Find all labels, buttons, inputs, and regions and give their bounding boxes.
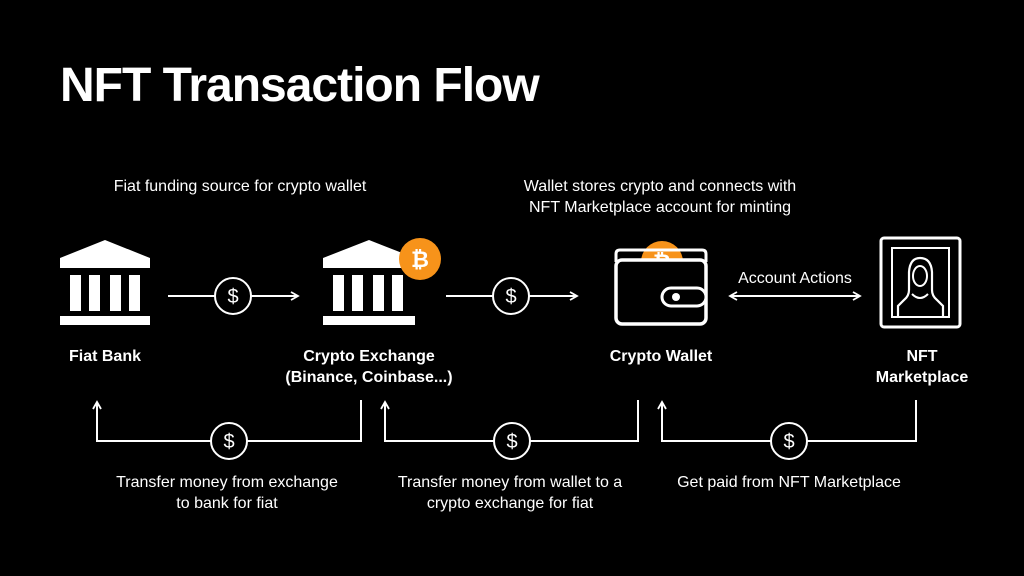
bitcoin-icon: ₿ xyxy=(399,238,441,280)
caption-account-actions: Account Actions xyxy=(738,270,852,287)
dollar-icon xyxy=(493,422,531,460)
caption-transfer-exchange-to-bank: Transfer money from exchange to bank for… xyxy=(116,474,338,512)
node-label-crypto-wallet: Crypto Wallet xyxy=(609,348,713,365)
node-label-fiat-bank: Fiat Bank xyxy=(68,348,141,365)
wallet-icon: ₿ xyxy=(614,241,708,326)
node-label-crypto-exchange: Crypto Exchange (Binance, Coinbase...) xyxy=(285,348,453,386)
bank-icon xyxy=(60,240,150,325)
arrow-exchange-to-bank: $ xyxy=(92,400,362,460)
page-title: NFT Transaction Flow xyxy=(60,59,540,112)
nft-frame-icon xyxy=(879,236,962,329)
arrow-wallet-to-exchange: $ xyxy=(380,400,639,460)
dollar-symbol: $ xyxy=(506,431,517,453)
arrow-bank-to-exchange: $ xyxy=(168,277,300,315)
dollar-icon xyxy=(210,422,248,460)
dollar-symbol: $ xyxy=(227,286,238,308)
dollar-symbol: $ xyxy=(505,286,516,308)
caption-transfer-wallet-to-exchange: Transfer money from wallet to a crypto e… xyxy=(397,474,623,512)
dollar-symbol: $ xyxy=(783,431,794,453)
bitcoin-symbol: ₿ xyxy=(411,247,429,272)
dollar-symbol: $ xyxy=(223,431,234,453)
caption-get-paid: Get paid from NFT Marketplace xyxy=(677,474,901,491)
exchange-bank-icon xyxy=(323,240,415,325)
caption-fiat-funding: Fiat funding source for crypto wallet xyxy=(113,178,367,195)
dollar-icon xyxy=(770,422,808,460)
caption-wallet-stores: Wallet stores crypto and connects with N… xyxy=(523,178,797,216)
dollar-icon xyxy=(214,277,252,315)
node-label-nft-marketplace: NFT Marketplace xyxy=(875,348,969,386)
dollar-icon xyxy=(492,277,530,315)
arrow-marketplace-to-wallet: $ xyxy=(657,400,917,460)
arrow-exchange-to-wallet: $ xyxy=(446,277,579,315)
